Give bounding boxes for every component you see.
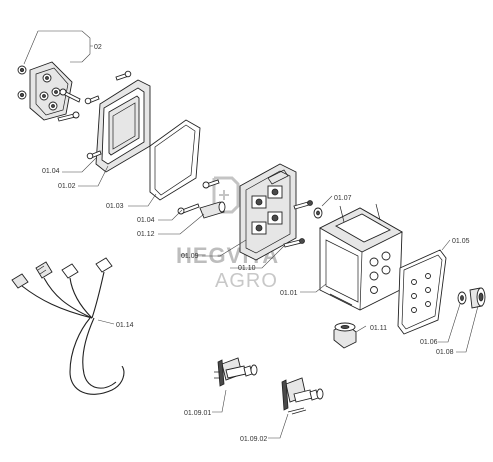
label-01-12: 01.12 (137, 231, 155, 238)
circuit-board (239, 163, 297, 261)
main-housing (319, 203, 403, 311)
rubber-boot (333, 322, 357, 349)
screw-pcb-right (293, 200, 313, 210)
toggle-switch-010901 (214, 357, 258, 387)
label-01-06: 01.06 (420, 339, 438, 346)
label-01-10: 01.10 (238, 265, 256, 272)
label-01-03: 01.03 (106, 203, 124, 210)
label-01-07: 01.07 (334, 195, 352, 202)
washer-0107 (313, 207, 323, 219)
screw-0104-top (115, 70, 132, 81)
screw-0104-mid (84, 95, 100, 105)
washer-0106 (457, 291, 467, 305)
front-frame (95, 79, 151, 173)
screw-02-a (59, 88, 81, 103)
label-01-14: 01.14 (116, 322, 134, 329)
label-01-09: 01.09 (181, 253, 199, 260)
toggle-switch-010902 (281, 377, 324, 415)
label-01-09-02: 01.09.02 (240, 436, 267, 443)
screw-02-b (57, 111, 80, 122)
label-01-08: 01.08 (436, 349, 454, 356)
label-01-04-upper: 01.04 (42, 168, 60, 175)
wiring-harness (11, 257, 127, 395)
label-02: 02 (94, 44, 102, 51)
screw-0110 (283, 238, 305, 248)
part-labels: 02 01.04 01.02 01.03 01.04 01.12 01.09 0… (42, 44, 470, 443)
label-01-11: 01.11 (370, 325, 387, 332)
nut-left-2 (17, 90, 27, 100)
watermark-line2: AGRO (215, 270, 278, 292)
label-01-05: 01.05 (452, 238, 470, 245)
cover-plate (397, 249, 447, 335)
gasket (149, 119, 201, 201)
screw-0104-low (86, 150, 102, 160)
label-01-01: 01.01 (280, 290, 298, 297)
bracket-02 (23, 30, 93, 65)
label-01-02: 01.02 (58, 183, 76, 190)
label-01-04-lower: 01.04 (137, 217, 155, 224)
label-01-09-01: 01.09.01 (184, 410, 211, 417)
leader-lines (62, 157, 479, 439)
terminal-plate (29, 61, 73, 121)
cable-gland-0108 (469, 287, 486, 309)
nut-left-1 (17, 65, 27, 75)
spacer (199, 201, 226, 219)
